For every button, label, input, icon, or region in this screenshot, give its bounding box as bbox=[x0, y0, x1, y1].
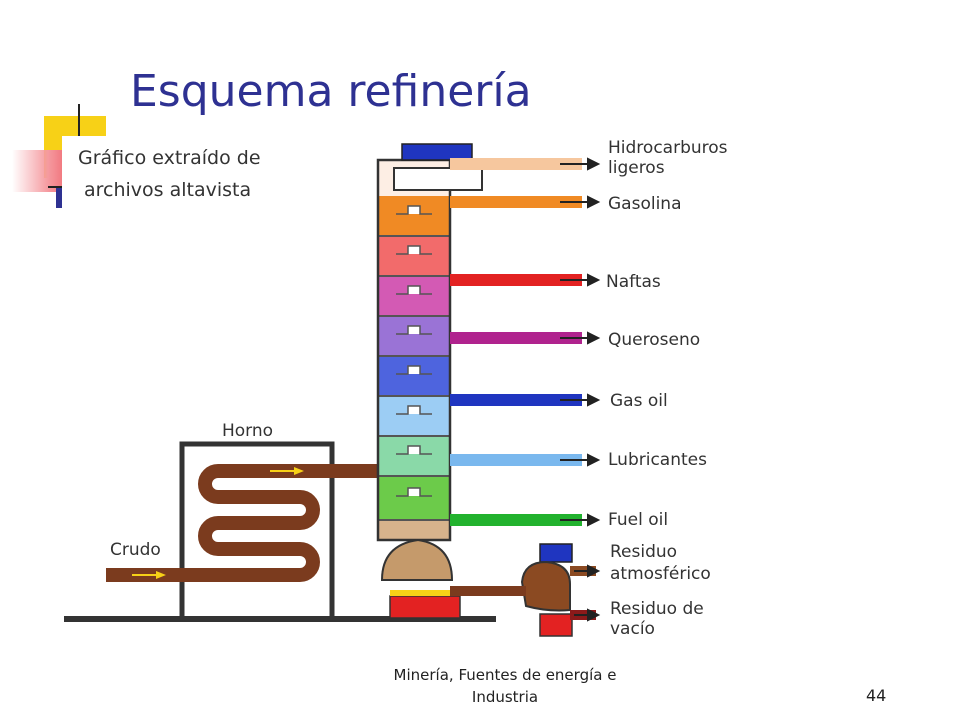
refinery-diagram: Gráfico extraído de archivos altavista H… bbox=[62, 136, 872, 642]
label-lubricants: Lubricantes bbox=[608, 450, 707, 470]
vacuum-condenser bbox=[539, 543, 573, 563]
pipe-light-hydrocarbons bbox=[450, 158, 582, 170]
tower-section-gasoil bbox=[378, 356, 450, 396]
ground-line bbox=[64, 616, 496, 622]
tower-base bbox=[380, 538, 454, 581]
coil-flow-arrowhead bbox=[294, 467, 304, 475]
tower-section-lubricants bbox=[378, 396, 450, 436]
reflux-loop bbox=[393, 167, 483, 191]
reboiler-top bbox=[390, 590, 460, 596]
footer-line1: Minería, Fuentes de energía e bbox=[393, 666, 617, 684]
footer-line2: Industria bbox=[471, 688, 539, 706]
crude-label: Crudo bbox=[110, 540, 161, 560]
distillation-tower bbox=[376, 158, 452, 542]
tower-section-kerosene bbox=[378, 276, 450, 316]
crude-inlet-pipe bbox=[106, 568, 228, 582]
pipe-fueloil bbox=[450, 514, 582, 526]
label-vacuum-residue-1: Residuo de bbox=[610, 599, 704, 619]
label-naphtha: Naftas bbox=[606, 272, 661, 292]
tower-section-naphtha bbox=[378, 236, 450, 276]
tower-bottom-section bbox=[378, 520, 450, 540]
tower-section-gasoline bbox=[378, 196, 450, 236]
residue-transfer-pipe bbox=[450, 586, 526, 596]
diagram-background bbox=[62, 136, 872, 642]
caption-line1: Gráfico extraído de bbox=[78, 147, 261, 169]
tower-section-fueloil bbox=[378, 476, 450, 520]
condenser bbox=[401, 143, 473, 161]
vacuum-column bbox=[520, 560, 571, 612]
vacuum-heater bbox=[539, 613, 573, 637]
label-light-hydrocarbons-2: ligeros bbox=[608, 158, 665, 178]
page-number: 44 bbox=[866, 686, 887, 705]
pipe-kerosene bbox=[450, 332, 582, 344]
pipe-gasoil bbox=[450, 394, 582, 406]
reboiler bbox=[389, 595, 461, 619]
label-atmospheric-residue-2: atmosférico bbox=[610, 564, 711, 584]
furnace-coil bbox=[198, 464, 380, 582]
pipe-gasoline bbox=[450, 196, 582, 208]
outlet-arrows bbox=[560, 157, 601, 622]
label-gasoil: Gas oil bbox=[610, 391, 668, 411]
furnace-box bbox=[179, 441, 335, 616]
furnace-label: Horno bbox=[222, 421, 273, 441]
footer-text: Minería, Fuentes de energía e Industria bbox=[330, 664, 680, 708]
pipe-lubricants bbox=[450, 454, 582, 466]
label-kerosene: Queroseno bbox=[608, 330, 700, 350]
label-gasoline: Gasolina bbox=[608, 194, 682, 214]
label-vacuum-residue-2: vacío bbox=[610, 619, 655, 639]
label-atmospheric-residue-1: Residuo bbox=[610, 542, 677, 562]
slide-title: Esquema refinería bbox=[130, 66, 532, 117]
caption-line2: archivos altavista bbox=[84, 179, 251, 201]
label-light-hydrocarbons-1: Hidrocarburos bbox=[608, 138, 728, 158]
tower-section-purple bbox=[378, 316, 450, 356]
label-fueloil: Fuel oil bbox=[608, 510, 668, 530]
tower-section-green bbox=[378, 436, 450, 476]
crude-flow-arrowhead bbox=[156, 571, 166, 579]
pipe-naphtha bbox=[450, 274, 582, 286]
